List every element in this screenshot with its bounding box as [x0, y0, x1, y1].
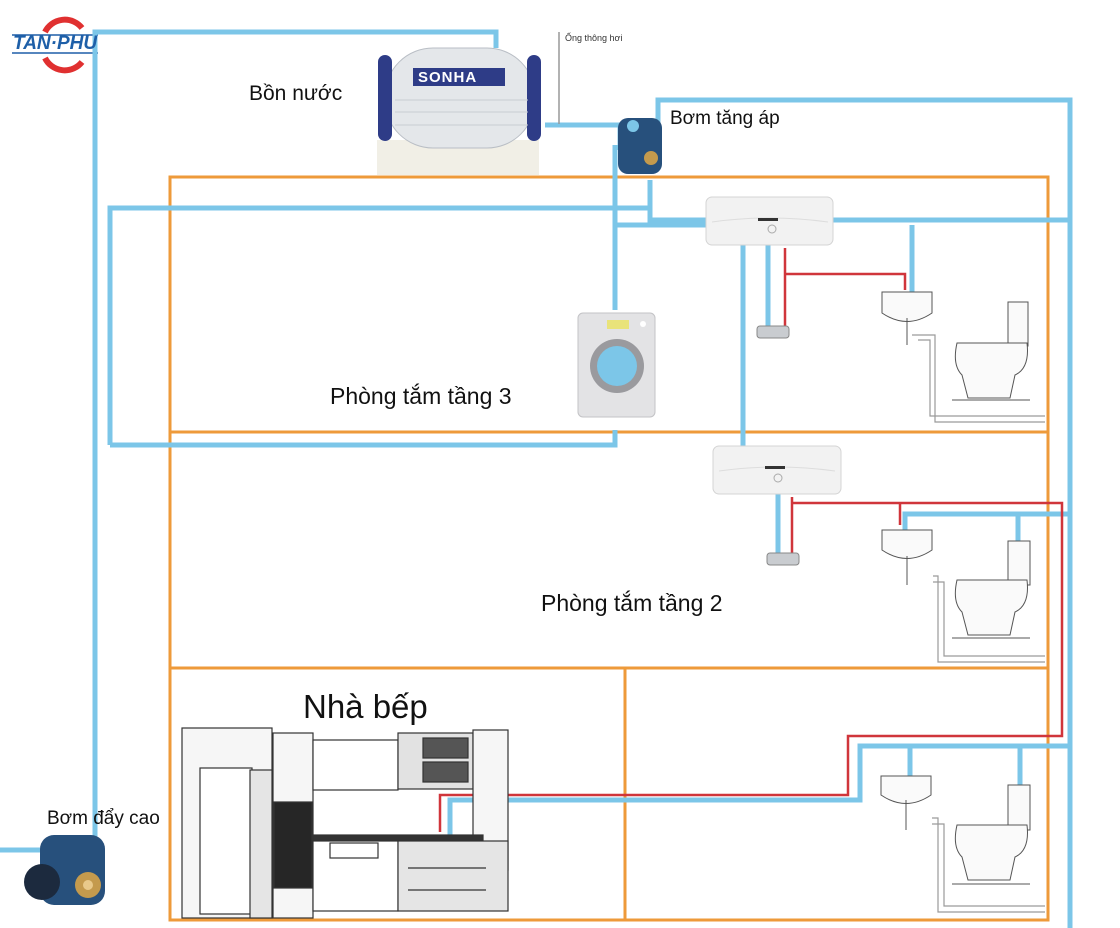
sink-floor2 [881, 529, 933, 585]
toilet-floor2 [952, 540, 1031, 639]
booster-pump-label: Bơm tăng áp [670, 108, 780, 129]
toilet-floor3 [952, 301, 1030, 401]
tanphu-logo [12, 16, 98, 74]
washing-machine [577, 312, 656, 418]
ground-cold [447, 743, 1070, 838]
booster-pump [618, 118, 662, 174]
sonha-brand-text: SONHA [418, 69, 478, 86]
water-tank [377, 47, 541, 175]
toilet-ground [952, 784, 1031, 885]
bathroom-floor3-label: Phòng tắm tầng 3 [330, 383, 512, 409]
kitchen-cabinets [181, 727, 509, 919]
building-walls [168, 175, 1050, 922]
cold-water-pipes [0, 29, 1073, 928]
drain-pipes [912, 334, 1045, 913]
kitchen-label: Nhà bếp [303, 688, 428, 725]
main-riser [0, 29, 499, 853]
floor2-cold [902, 511, 1070, 530]
ground-room [168, 666, 1050, 922]
sink-floor3 [881, 291, 933, 345]
vent-pipe-label: Ống thông hơi [565, 33, 623, 43]
hot-water-pipes [438, 248, 1064, 832]
shower-valve-floor3 [756, 325, 790, 339]
lift-pump [24, 835, 105, 905]
tank-outlet [545, 122, 623, 150]
floor3-loop [107, 180, 653, 445]
water-tank-label: Bồn nước [249, 82, 343, 105]
water-heater-floor2 [712, 445, 842, 495]
bathroom-floor2-label: Phòng tắm tầng 2 [541, 590, 723, 616]
lift-pump-label: Bơm đẩy cao [47, 808, 160, 829]
sink-ground [880, 775, 932, 830]
water-heater-floor3 [705, 196, 834, 246]
shower-valve-floor2 [766, 552, 800, 566]
tanphu-logo-text: TAN·PHU [13, 33, 98, 54]
